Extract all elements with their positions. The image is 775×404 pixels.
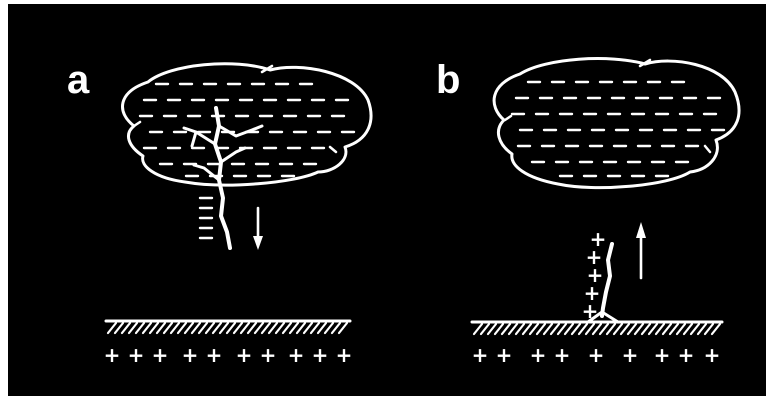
svg-text:+: + <box>582 299 599 323</box>
panel-b-cloud-negative-charges <box>512 82 724 176</box>
panel-b-ground-positive-charges: + + + + + + + + + <box>472 343 721 367</box>
panel-a-ground-positive-charges: + + + + + + + + + + <box>104 343 353 367</box>
plus-charge: + <box>654 343 671 367</box>
panel-a-leader-branch-lower-left <box>194 165 219 180</box>
plus-charge: + <box>182 343 199 367</box>
plus-charge: + <box>104 343 121 367</box>
panel-b-ground-hatching <box>474 324 720 334</box>
panel-a-ground-hatching <box>108 323 347 333</box>
plus-charge: + <box>206 343 223 367</box>
plus-charge: + <box>678 343 695 367</box>
plus-charge: + <box>128 343 145 367</box>
panel-b-cloud-notch <box>505 60 710 152</box>
arrow-down-icon <box>253 208 263 250</box>
plus-charge: + <box>288 343 305 367</box>
plus-charge: + <box>236 343 253 367</box>
plus-charge: + <box>622 343 639 367</box>
panel-a-leader-negative-charges <box>200 198 212 238</box>
panel-a: a <box>67 58 371 367</box>
panel-a-cloud-negative-charges <box>140 84 354 176</box>
plus-charge: + <box>588 343 605 367</box>
plus-charge: + <box>312 343 329 367</box>
panel-b-upward-streamer <box>602 244 612 316</box>
plus-charge: + <box>472 343 489 367</box>
plus-charge: + <box>704 343 721 367</box>
panel-a-leader-branch-left <box>184 128 215 146</box>
panel-a-label: a <box>67 58 90 102</box>
panel-b-label: b <box>436 58 460 102</box>
panel-a-cloud <box>122 64 371 185</box>
panel-a-leader-branch-lower-right <box>221 148 245 162</box>
arrow-up-icon <box>636 222 646 278</box>
panel-a-cloud-notch <box>134 66 336 152</box>
panel-b-cloud <box>494 59 739 188</box>
plus-charge: + <box>152 343 169 367</box>
plus-charge: + <box>530 343 547 367</box>
plus-charge: + <box>496 343 513 367</box>
panel-b: b + + + + + ++++++ <box>436 58 739 367</box>
plus-charge: + <box>554 343 571 367</box>
plus-charge: + <box>260 343 277 367</box>
plus-charge: + <box>336 343 353 367</box>
